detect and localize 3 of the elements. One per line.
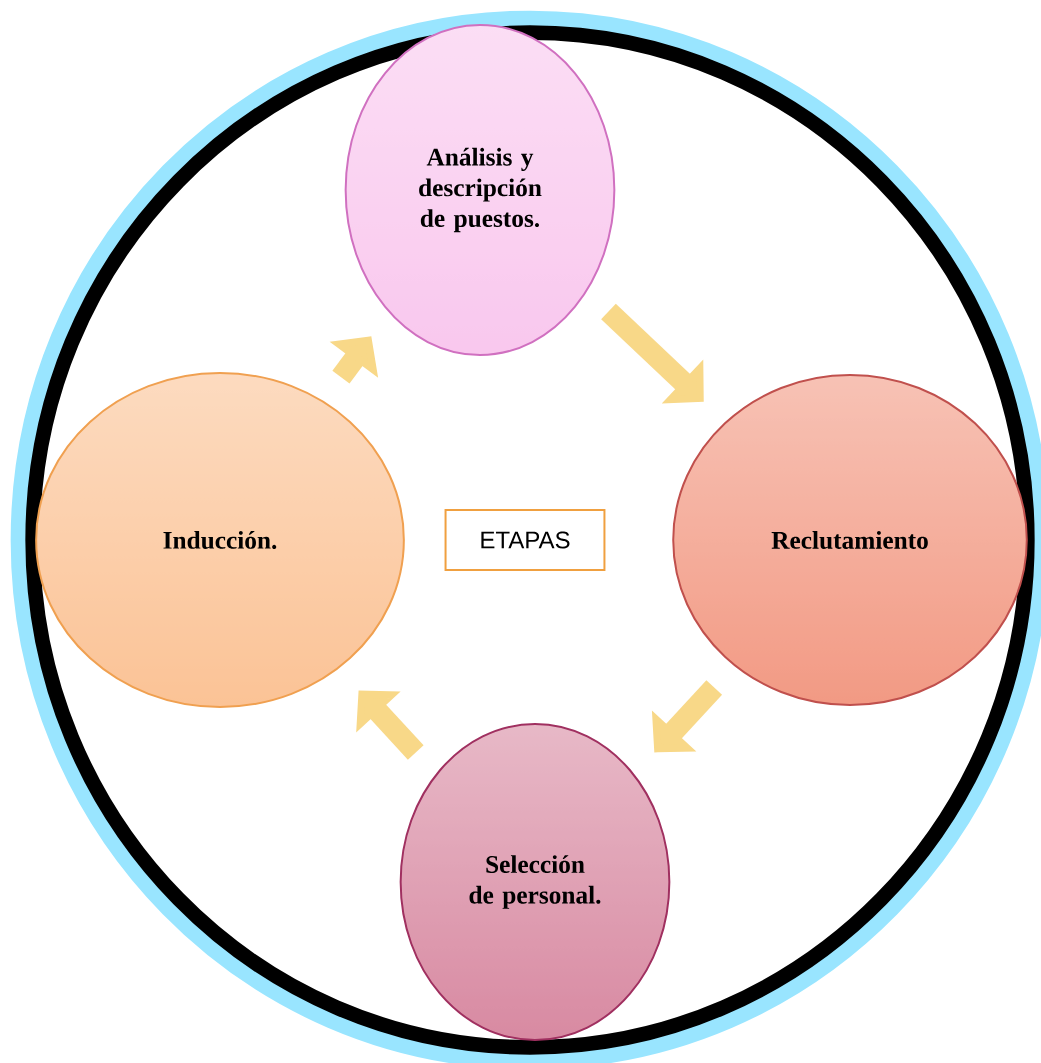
block-arrow [356,690,424,760]
block-arrow [601,303,704,404]
title-box: ETAPAS [444,509,606,571]
